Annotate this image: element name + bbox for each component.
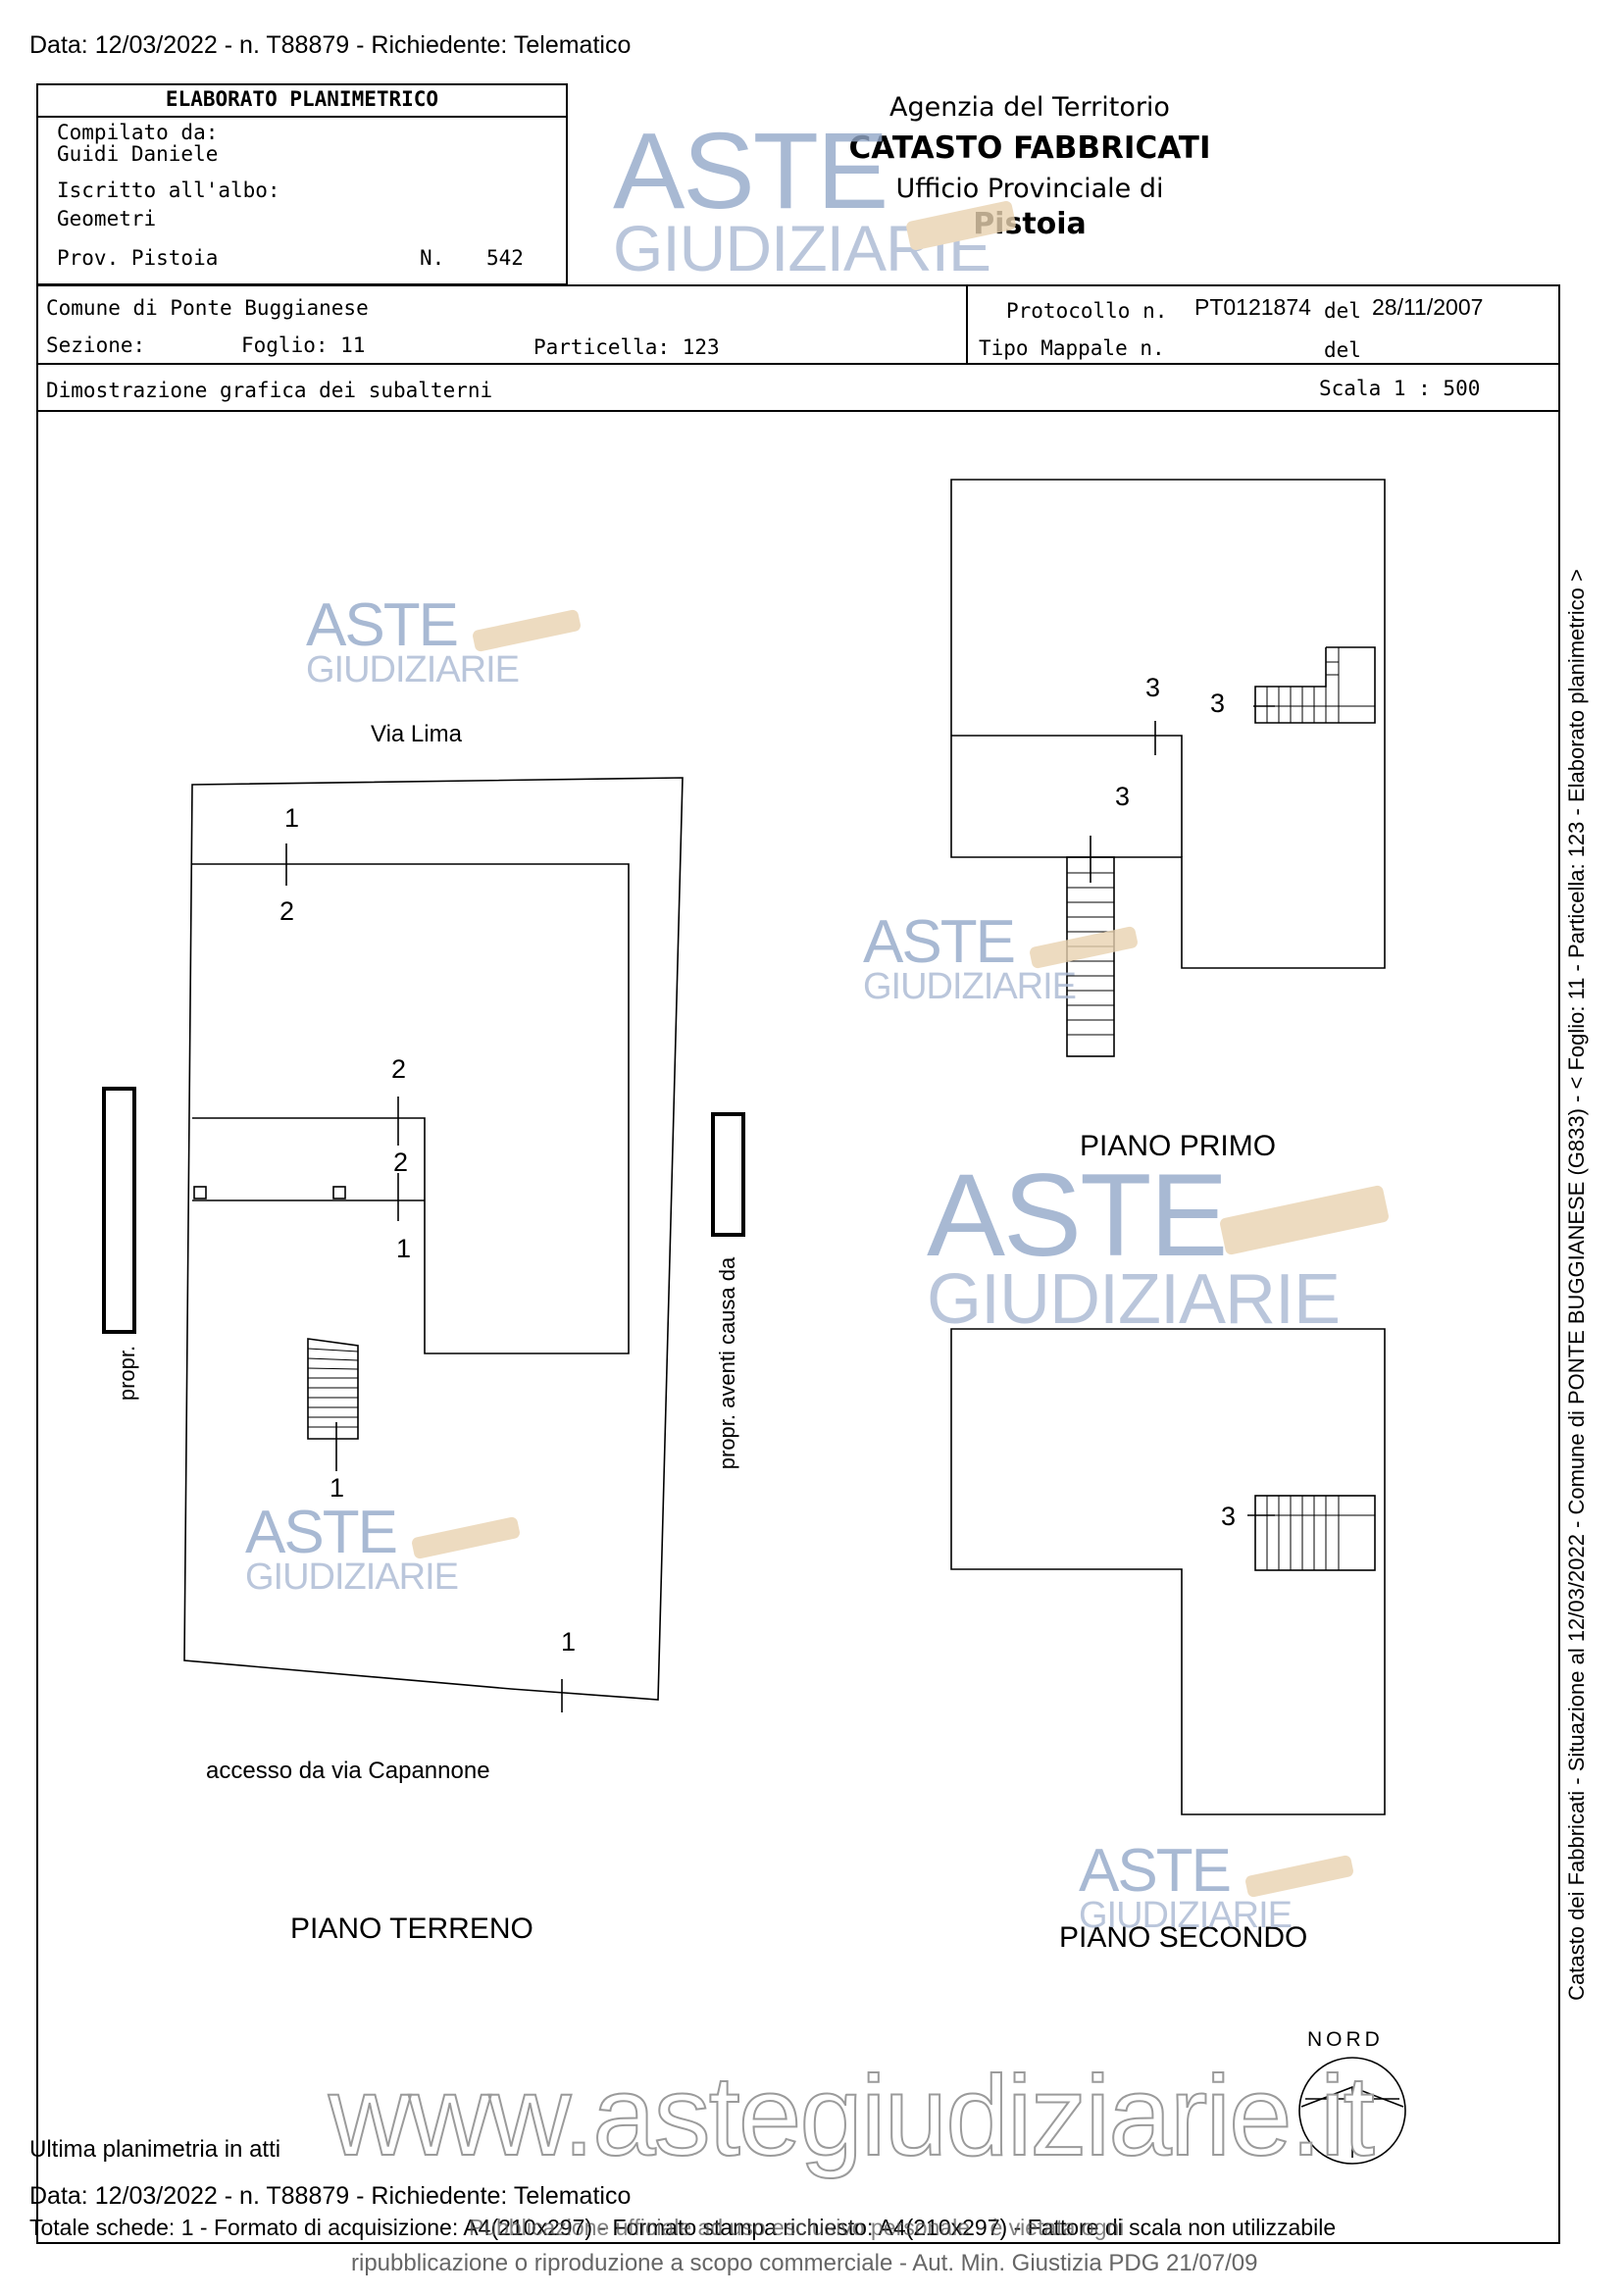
watermark-middle: ASTE GIUDIZIARIE (927, 1156, 1391, 1335)
propr-left-marker (102, 1087, 136, 1334)
foglio-value: Foglio: 11 (241, 333, 366, 357)
north-arrow (1298, 2057, 1406, 2165)
ripubblicazione-notice: ripubblicazione o riproduzione a scopo c… (351, 2250, 1258, 2276)
ufficio-provinciale: Ufficio Provinciale di (895, 174, 1164, 204)
sub-number-3-first-b: 3 (1210, 689, 1226, 718)
protocollo-del-label: del (1324, 299, 1361, 323)
iscritto-label: Iscritto all'albo: (57, 179, 280, 202)
propr-right-marker (711, 1112, 745, 1237)
prov-label: Prov. Pistoia (57, 246, 219, 270)
n-value: 542 (486, 246, 524, 270)
piano-secondo-label: PIANO SECONDO (1059, 1921, 1308, 1954)
sub-number-1-stair: 1 (330, 1473, 345, 1503)
ultima-planimetria: Ultima planimetria in atti (29, 2136, 281, 2163)
sub-2-outline (192, 863, 630, 1354)
tipo-mappale-label: Tipo Mappale n. (979, 336, 1165, 360)
watermark-second-floor: ASTE GIUDIZIARIE (1079, 1841, 1355, 1934)
dimostrazione-box (36, 363, 1560, 412)
ground-stair (307, 1338, 359, 1440)
n-label: N. (420, 246, 445, 270)
piano-primo-label: PIANO PRIMO (1080, 1130, 1277, 1162)
first-floor-outline (950, 479, 1386, 969)
sub-number-2-top: 2 (279, 896, 295, 926)
compiler-name: Guidi Daniele (57, 142, 219, 166)
particella-value: Particella: 123 (533, 335, 720, 359)
sub-number-1-access: 1 (561, 1627, 577, 1657)
dimostrazione-label: Dimostrazione grafica dei subalterni (46, 379, 493, 402)
request-info-top: Data: 12/03/2022 - n. T88879 - Richieden… (29, 31, 632, 59)
sub-number-1-mid: 1 (396, 1234, 412, 1263)
compiler-box-divider (36, 116, 568, 118)
watermark-ground-top: ASTE GIUDIZIARIE (306, 595, 583, 689)
sub-number-3-second: 3 (1221, 1502, 1237, 1531)
sub-number-2-mid: 2 (391, 1054, 407, 1084)
elaborato-title: ELABORATO PLANIMETRICO (165, 87, 439, 111)
sub-number-3-first-a: 3 (1145, 673, 1161, 702)
sezione-label: Sezione: (46, 333, 146, 357)
first-floor-plan (950, 479, 1386, 1057)
compiled-by-label: Compilato da: (57, 121, 219, 144)
side-situazione-text: Catasto dei Fabbricati - Situazione al 1… (1564, 569, 1589, 2001)
propr-left-label: propr. (115, 1345, 139, 1402)
second-floor-stair (1254, 1495, 1376, 1571)
sub-number-2-inner: 2 (393, 1148, 409, 1177)
agency-name: Agenzia del Territorio (889, 92, 1170, 123)
albo-value: Geometri (57, 207, 157, 230)
comune-value: Comune di Ponte Buggianese (46, 296, 369, 320)
north-label: NORD (1307, 2028, 1384, 2051)
access-label: accesso da via Capannone (206, 1758, 490, 1784)
frame-left-line (36, 410, 38, 2244)
frame-bottom-line (36, 2242, 1560, 2244)
ground-floor-plan (183, 777, 684, 1712)
watermark-ground-bottom: ASTE GIUDIZIARIE (245, 1503, 522, 1596)
street-via-lima: Via Lima (371, 721, 462, 747)
second-floor-plan (950, 1328, 1386, 1815)
protocollo-label: Protocollo n. (1006, 299, 1168, 323)
sub-number-1-top: 1 (284, 803, 300, 833)
ground-floor-outline (183, 777, 684, 1701)
second-floor-outline (950, 1328, 1386, 1815)
protocollo-date: 28/11/2007 (1372, 294, 1484, 320)
sub-number-3-first-c: 3 (1115, 782, 1131, 811)
website-watermark: www.astegiudiziarie.it (328, 2051, 1376, 2180)
first-floor-stair-outline (1254, 646, 1376, 724)
protocollo-value: PT0121874 (1194, 294, 1311, 320)
totale-schede: Totale schede: 1 - Formato di acquisizio… (29, 2215, 1337, 2240)
catasto-fabbricati: CATASTO FABBRICATI (848, 130, 1211, 166)
watermark-header: ASTE GIUDIZIARIE (613, 118, 1017, 281)
propr-right-label: propr. aventi causa da (715, 1256, 739, 1470)
request-info-bottom: Data: 12/03/2022 - n. T88879 - Richieden… (29, 2182, 632, 2210)
pubblicazione-notice: Pubblicazione ufficiale ad uso esclusivo… (469, 2215, 1125, 2240)
scale-label: Scala 1 : 500 (1319, 377, 1481, 400)
watermark-first-floor: ASTE GIUDIZIARIE (863, 912, 1140, 1005)
tipo-mappale-del-label: del (1324, 338, 1361, 362)
piano-terreno-label: PIANO TERRENO (290, 1913, 533, 1945)
frame-right-line (1558, 284, 1560, 2244)
